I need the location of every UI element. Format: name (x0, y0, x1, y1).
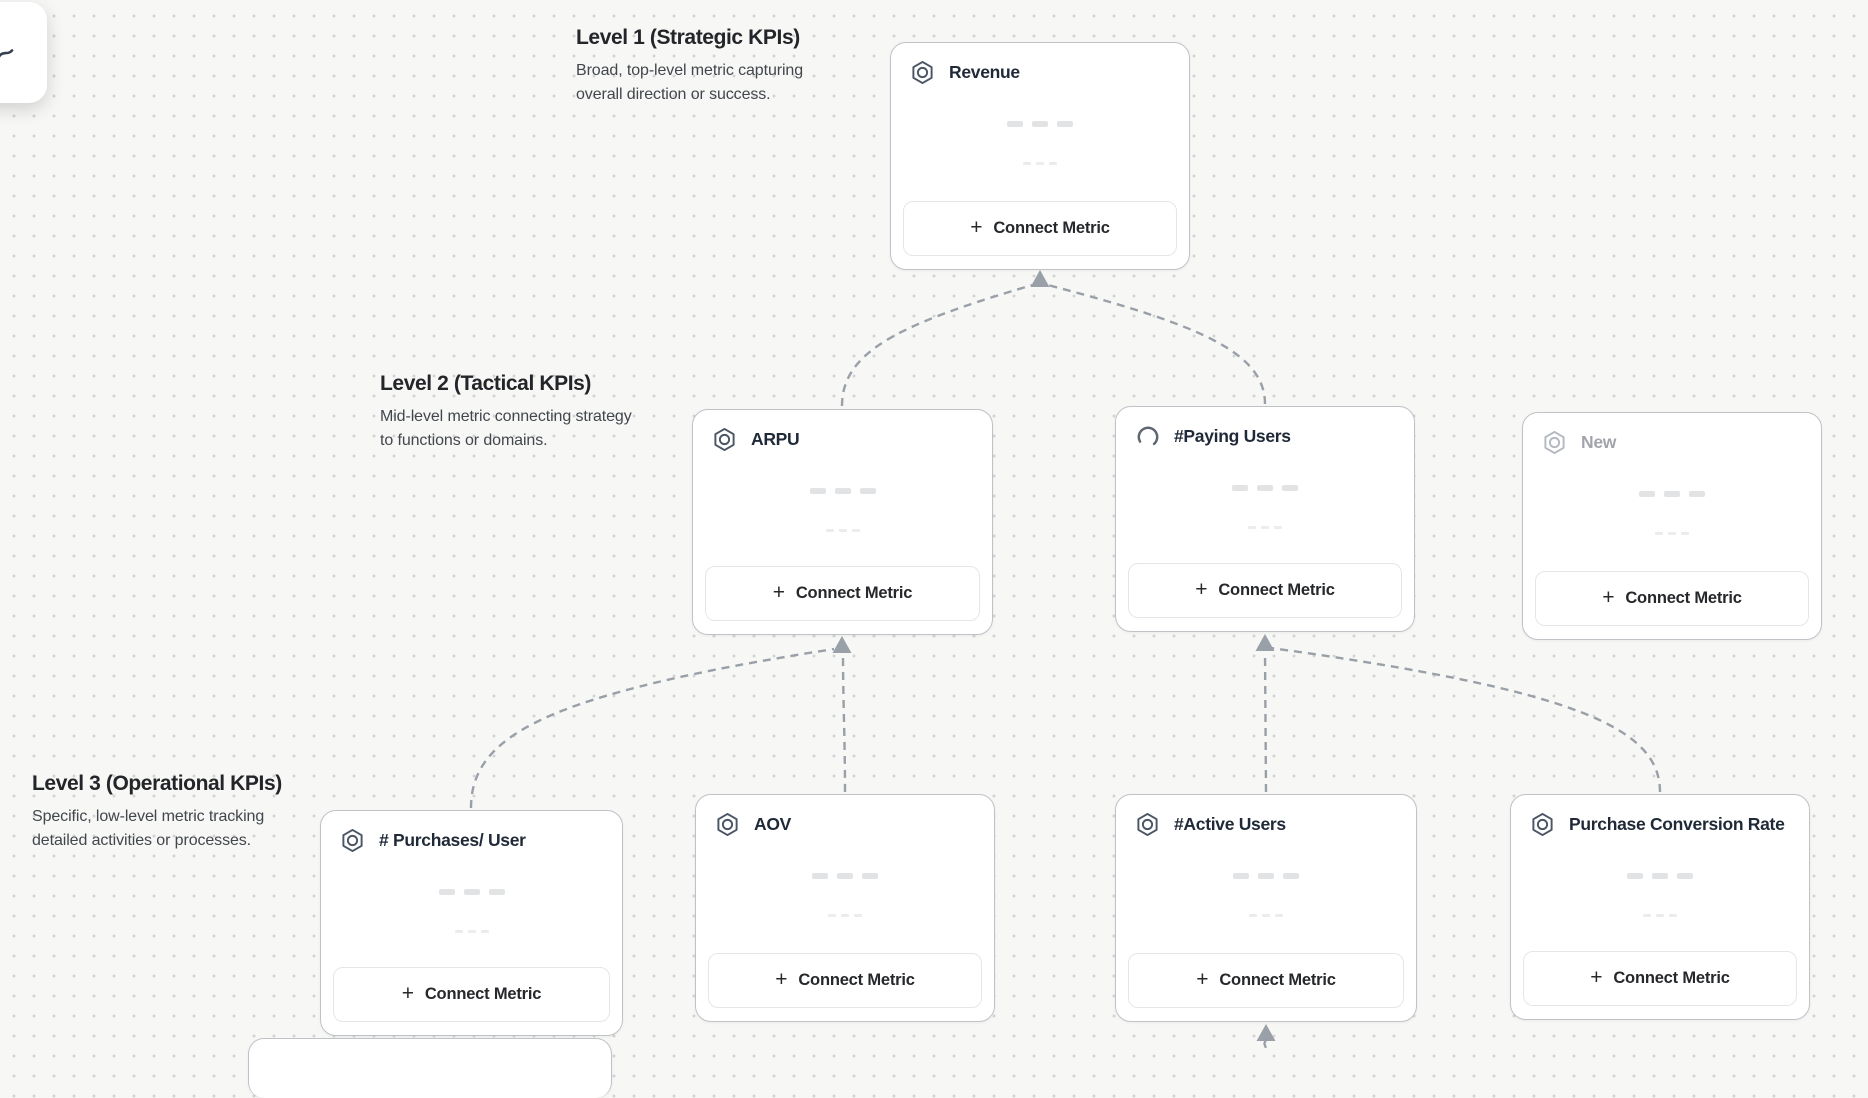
connect-metric-button[interactable]: + Connect Metric (333, 967, 610, 1022)
hexagon-target-icon (909, 59, 936, 86)
arrowhead-into-arpu (832, 636, 852, 653)
level-3-title: Level 3 (Operational KPIs) (32, 772, 282, 795)
card-title: Revenue (949, 62, 1020, 82)
plus-icon: + (772, 581, 785, 604)
metric-card-arpu[interactable]: ARPU + Connect Metric (692, 409, 993, 635)
card-header: ARPU (711, 426, 978, 453)
skeleton-placeholder (1511, 914, 1809, 917)
connect-metric-label: Connect Metric (1625, 589, 1742, 607)
connect-metric-label: Connect Metric (798, 971, 915, 989)
metric-card-partial[interactable] (248, 1038, 612, 1098)
skeleton-placeholder (1523, 491, 1821, 497)
skeleton-placeholder (693, 529, 992, 532)
connector-pcr-to-payingusers (1270, 646, 1662, 793)
level-2-description: Mid-level metric connecting strategy to … (380, 408, 632, 449)
level-3-description: Specific, low-level metric tracking deta… (32, 808, 265, 849)
hexagon-target-icon (1541, 429, 1568, 456)
card-header: Purchase Conversion Rate (1529, 811, 1795, 838)
connector-offscreen-to-activeusers (1263, 1040, 1267, 1048)
connector-purchases-to-arpu (469, 647, 835, 809)
hexagon-target-icon (1134, 811, 1161, 838)
metric-card-paying-users[interactable]: #Paying Users + Connect Metric (1115, 406, 1415, 632)
card-title: New (1581, 432, 1617, 452)
card-header: #Active Users (1134, 811, 1402, 838)
skeleton-placeholder (891, 162, 1189, 165)
metric-card-new[interactable]: New + Connect Metric (1522, 412, 1822, 640)
connect-metric-label: Connect Metric (424, 985, 542, 1003)
card-header: #Paying Users (1134, 423, 1400, 450)
skeleton-placeholder (1511, 873, 1809, 879)
spinner-icon (1134, 423, 1161, 450)
connect-metric-button[interactable]: + Connect Metric (705, 566, 980, 621)
connect-metric-button[interactable]: + Connect Metric (1128, 563, 1402, 618)
card-title: #Paying Users (1174, 426, 1291, 446)
skeleton-placeholder (696, 914, 994, 917)
plus-icon: + (775, 968, 788, 991)
level-1-label: Level 1 (Strategic KPIs) Broad, top-leve… (576, 26, 841, 107)
arrowhead-into-payingusers (1255, 634, 1275, 651)
skeleton-placeholder (321, 889, 622, 895)
skeleton-placeholder (1523, 532, 1821, 535)
hexagon-target-icon (1529, 811, 1556, 838)
card-title: AOV (754, 814, 792, 834)
level-1-description: Broad, top-level metric capturing overal… (576, 62, 804, 103)
connect-metric-label: Connect Metric (1218, 581, 1335, 599)
hexagon-target-icon (711, 426, 738, 453)
card-header: AOV (714, 811, 980, 838)
card-header: Revenue (909, 59, 1175, 86)
connector-activeusers-to-payingusers (1263, 651, 1268, 793)
card-title: # Purchases/ User (379, 830, 526, 850)
connect-metric-label: Connect Metric (795, 584, 913, 602)
arrowhead-into-activeusers (1256, 1024, 1276, 1041)
card-header: # Purchases/ User (339, 827, 608, 854)
connector-arpu-to-revenue (840, 282, 1037, 407)
connect-metric-label: Connect Metric (993, 219, 1110, 237)
skeleton-placeholder (321, 930, 622, 933)
level-3-label: Level 3 (Operational KPIs) Specific, low… (32, 772, 294, 853)
plus-icon: + (1590, 966, 1603, 989)
connect-metric-label: Connect Metric (1613, 969, 1730, 987)
skeleton-placeholder (1116, 873, 1416, 879)
level-2-title: Level 2 (Tactical KPIs) (380, 372, 592, 395)
skeleton-placeholder (693, 488, 992, 494)
connector-payingusers-to-revenue (1043, 282, 1267, 405)
level-2-label: Level 2 (Tactical KPIs) Mid-level metric… (380, 372, 632, 453)
metric-card-revenue[interactable]: Revenue + Connect Metric (890, 42, 1190, 270)
skeleton-placeholder (1116, 485, 1414, 491)
card-header: New (1541, 429, 1807, 456)
arrowhead-into-revenue (1030, 270, 1050, 287)
connector-aov-to-arpu (841, 653, 847, 793)
connect-metric-button[interactable]: + Connect Metric (1535, 571, 1809, 626)
card-title: Purchase Conversion Rate (1569, 814, 1785, 834)
plus-icon: + (1196, 968, 1209, 991)
card-title: ARPU (751, 429, 800, 449)
plus-icon: + (970, 216, 983, 239)
floating-toolbar-partial[interactable] (0, 2, 47, 103)
connect-metric-button[interactable]: + Connect Metric (903, 201, 1177, 256)
card-title: #Active Users (1174, 814, 1286, 834)
connect-metric-label: Connect Metric (1219, 971, 1336, 989)
skeleton-placeholder (696, 873, 994, 879)
metric-card-purchases-per-user[interactable]: # Purchases/ User + Connect Metric (320, 810, 623, 1036)
level-1-title: Level 1 (Strategic KPIs) (576, 26, 800, 49)
hexagon-target-icon (714, 811, 741, 838)
plus-icon: + (1602, 586, 1615, 609)
metric-card-aov[interactable]: AOV + Connect Metric (695, 794, 995, 1022)
metric-card-purchase-conversion-rate[interactable]: Purchase Conversion Rate + Connect Metri… (1510, 794, 1810, 1020)
connect-metric-button[interactable]: + Connect Metric (1128, 953, 1404, 1008)
plus-icon: + (401, 982, 414, 1005)
connect-metric-button[interactable]: + Connect Metric (708, 953, 982, 1008)
skeleton-placeholder (1116, 526, 1414, 529)
connect-metric-button[interactable]: + Connect Metric (1523, 951, 1797, 1006)
plus-icon: + (1195, 578, 1208, 601)
skeleton-placeholder (1116, 914, 1416, 917)
hexagon-target-icon (339, 827, 366, 854)
metric-card-active-users[interactable]: #Active Users + Connect Metric (1115, 794, 1417, 1022)
cursor-swoosh-icon (0, 49, 14, 58)
skeleton-placeholder (891, 121, 1189, 127)
